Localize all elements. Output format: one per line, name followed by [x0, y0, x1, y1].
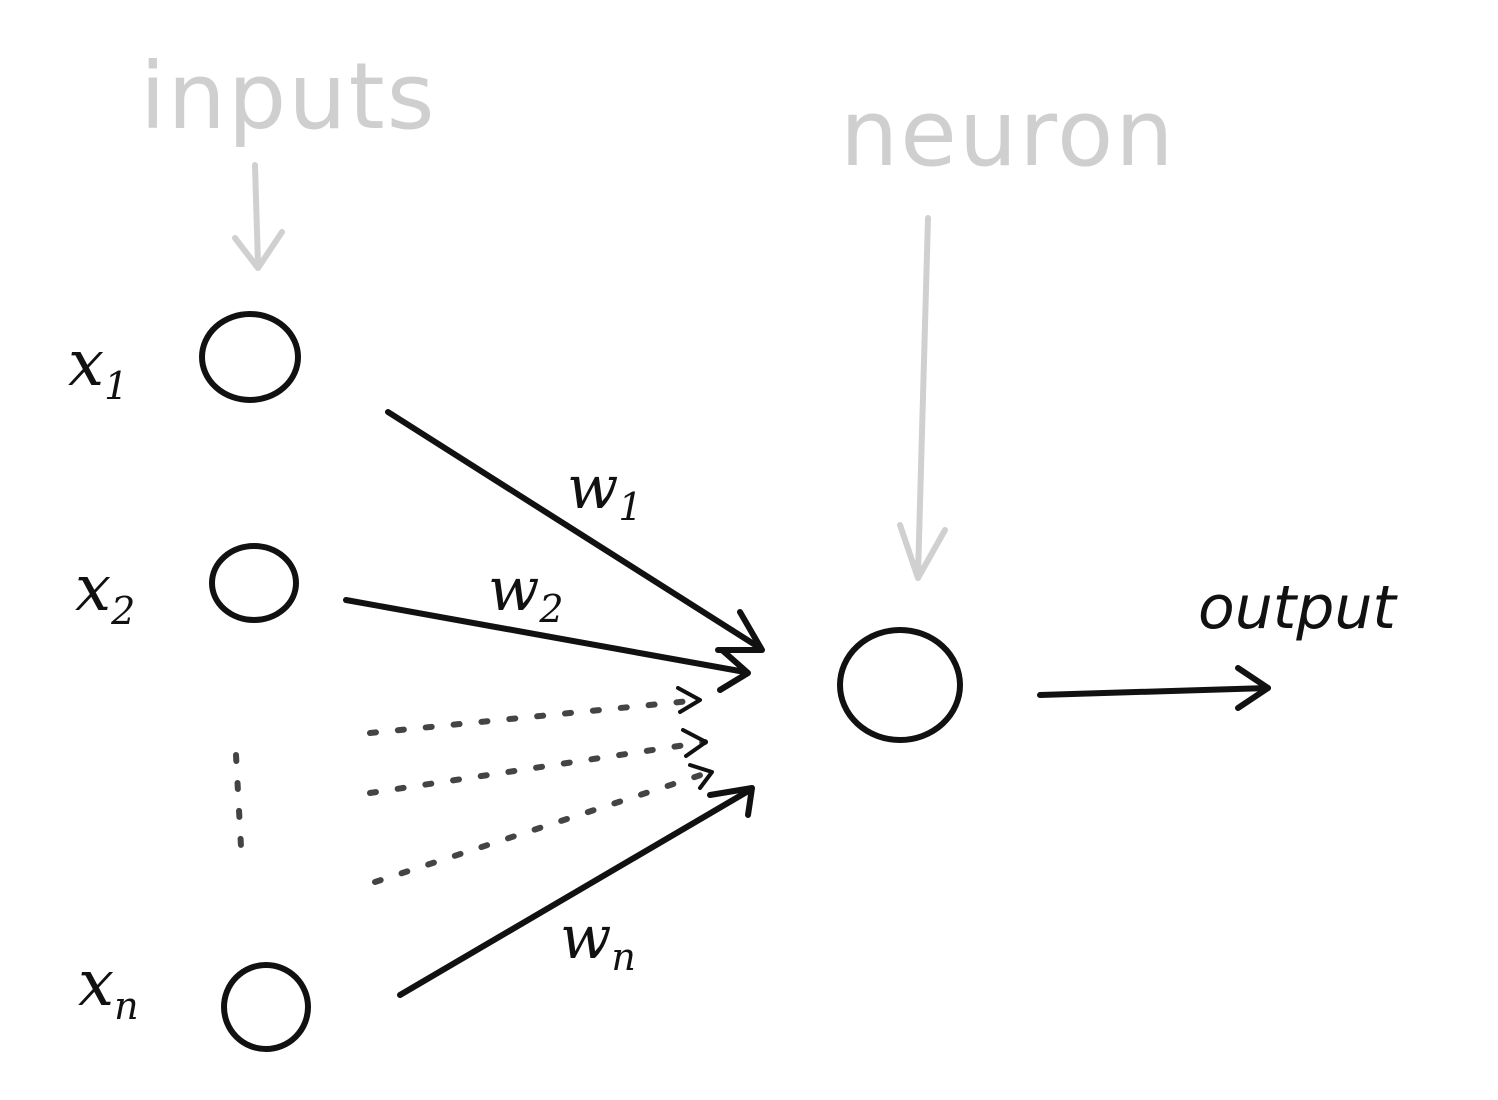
output-arrow	[1037, 665, 1271, 711]
connection-w1	[385, 409, 765, 653]
neuron-pointer-arrow	[897, 215, 948, 581]
vertical-ellipsis	[233, 752, 245, 868]
neuron-node	[837, 627, 963, 743]
input-label-x1: x1	[68, 327, 128, 408]
inputs-pointer-arrow	[232, 162, 285, 271]
input-node-x2	[209, 543, 299, 623]
output-label: output	[1198, 573, 1398, 643]
dotted-connections	[367, 686, 714, 885]
weight-label-w1: w1	[567, 453, 643, 529]
input-node-x1	[199, 311, 301, 403]
input-label-xn: xn	[78, 947, 139, 1028]
connection-wn	[397, 785, 755, 998]
weight-label-wn: wn	[560, 903, 636, 979]
inputs-annotation: inputs	[140, 43, 437, 150]
input-node-xn	[221, 962, 311, 1052]
input-label-x2: x2	[75, 552, 135, 633]
connection-w2	[343, 597, 751, 693]
neuron-annotation: neuron	[840, 80, 1176, 187]
weight-label-w2: w2	[488, 555, 564, 631]
